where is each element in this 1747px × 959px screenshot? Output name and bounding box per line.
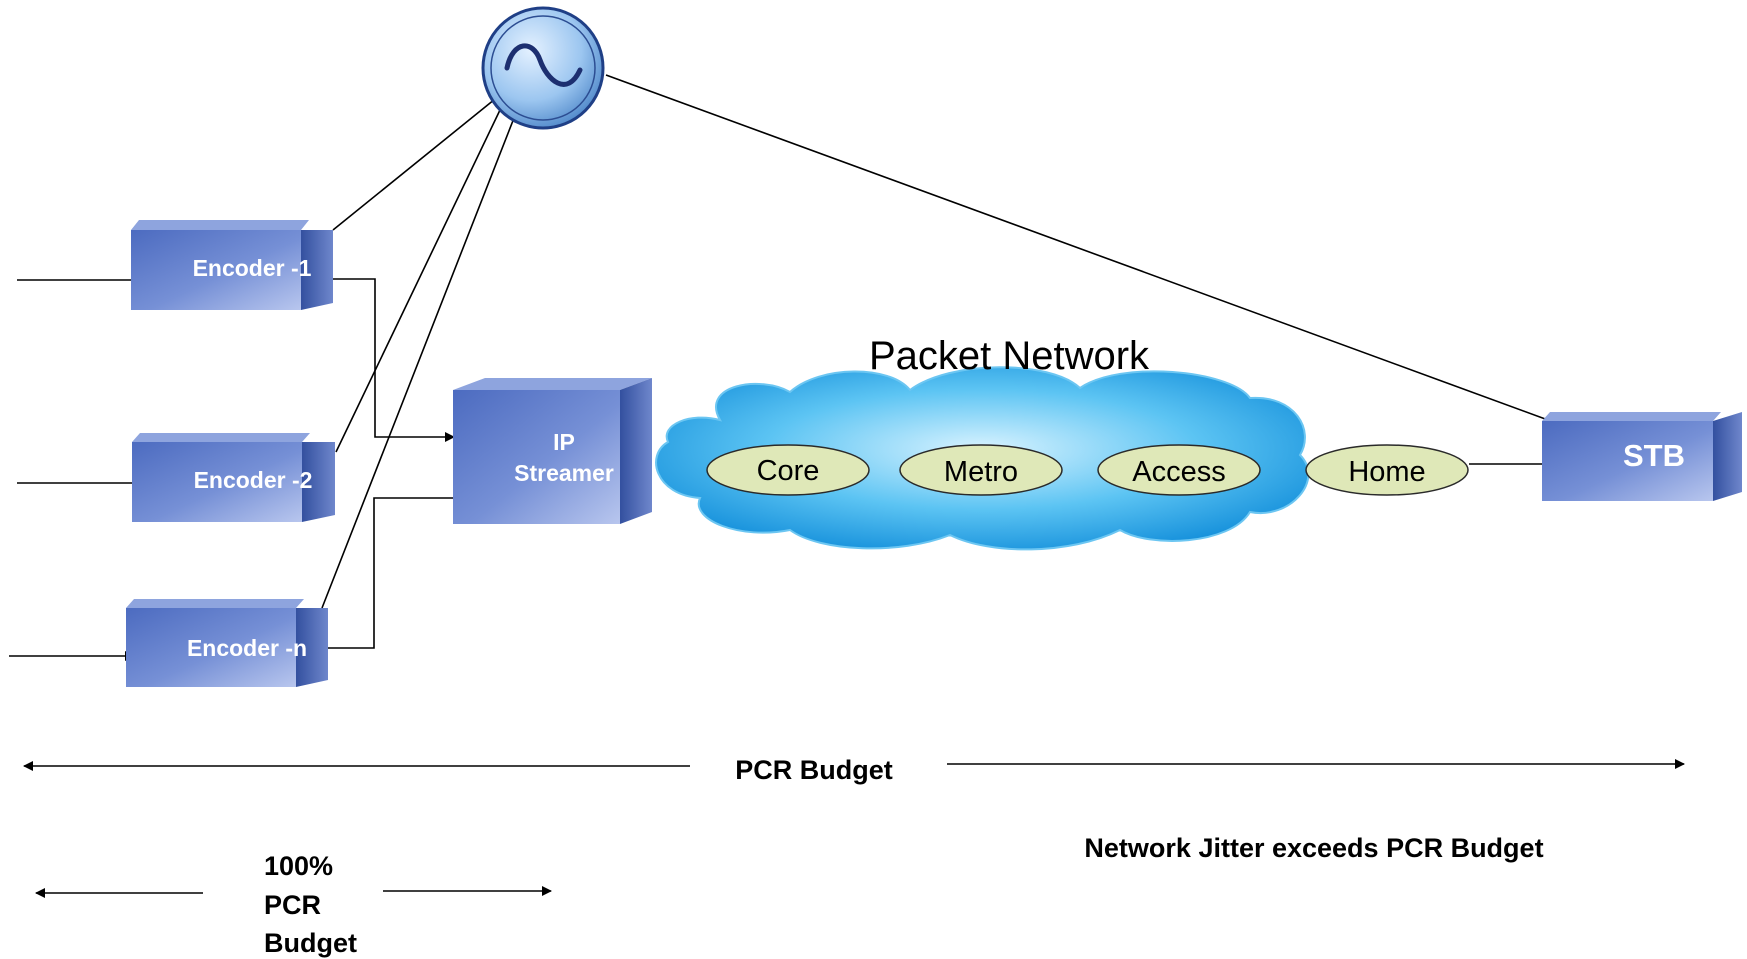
encoder-1-label: Encoder -1 xyxy=(193,255,312,281)
clock-icon xyxy=(481,6,605,130)
svg-text:Budget: Budget xyxy=(264,928,357,958)
packet-network-cloud: Packet Network xyxy=(655,334,1310,551)
svg-text:100%: 100% xyxy=(264,851,333,881)
ip-streamer-box: IP Streamer xyxy=(453,378,652,524)
input-arrows xyxy=(9,275,145,661)
stb-label: STB xyxy=(1623,438,1685,473)
packet-network-title: Packet Network xyxy=(869,334,1150,378)
svg-text:PCR: PCR xyxy=(264,890,321,920)
encoder-2-label: Encoder -2 xyxy=(194,467,313,493)
encoder-streamer-links xyxy=(328,278,464,649)
stb-box: STB xyxy=(1542,412,1742,501)
pcr-budget-label: PCR Budget xyxy=(735,755,893,785)
segment-home: Home xyxy=(1305,444,1469,496)
ip-streamer-label-line1: IP xyxy=(553,429,575,455)
segment-access-label: Access xyxy=(1132,456,1225,488)
network-segments: Core Metro Access Home xyxy=(706,444,1469,496)
clock-links xyxy=(321,74,1549,609)
segment-metro-label: Metro xyxy=(944,456,1018,488)
ip-streamer-label-line2: Streamer xyxy=(514,460,614,486)
jitter-note: Network Jitter exceeds PCR Budget xyxy=(1084,833,1543,863)
encoder-n-box: Encoder -n xyxy=(126,599,328,687)
segment-home-label: Home xyxy=(1348,456,1425,488)
segment-core: Core xyxy=(706,444,870,496)
segment-metro: Metro xyxy=(899,444,1063,496)
encoder-n-label: Encoder -n xyxy=(187,635,307,661)
segment-access: Access xyxy=(1097,444,1261,496)
percent-budget-span xyxy=(35,886,552,898)
encoder-1-box: Encoder -1 xyxy=(131,220,333,310)
segment-core-label: Core xyxy=(757,455,820,487)
pcr-budget-span xyxy=(23,759,1685,771)
percent-budget-label: 100% PCR Budget xyxy=(264,851,357,958)
encoder-2-box: Encoder -2 xyxy=(132,433,335,522)
